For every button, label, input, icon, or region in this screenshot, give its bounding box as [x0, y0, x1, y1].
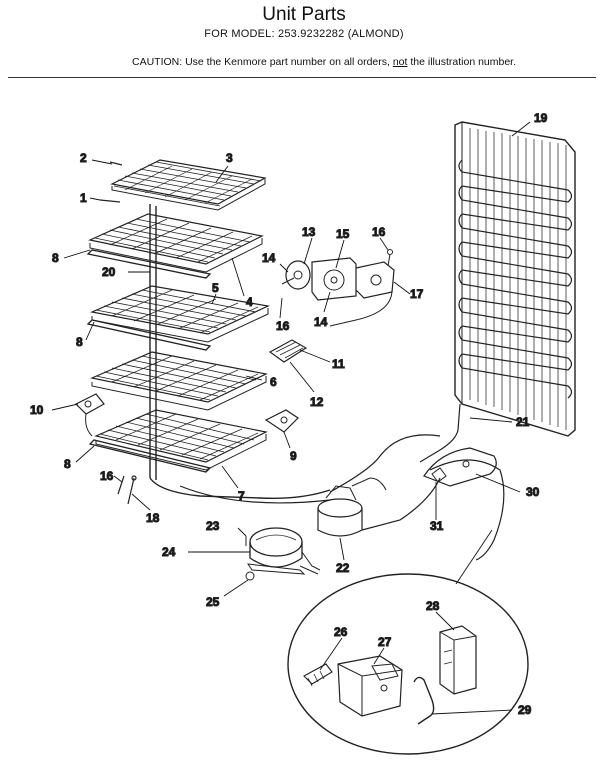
callout-17: 17: [410, 287, 424, 301]
callout-25: 25: [206, 595, 220, 609]
caution-note: CAUTION: Use the Kenmore part number on …: [20, 56, 608, 68]
callout-11: 11: [332, 357, 345, 371]
callout-10: 10: [30, 403, 44, 417]
callout-9: 9: [290, 449, 297, 463]
callout-26: 26: [334, 625, 348, 639]
header-divider: [8, 77, 596, 78]
part-10-bracket: [74, 393, 105, 437]
refrigerant-lines: [179, 434, 505, 561]
callout-2: 2: [80, 151, 87, 165]
shelf-4: [90, 351, 268, 411]
callout-23: 23: [206, 519, 220, 533]
shelf-3: [89, 285, 270, 343]
callout-8a: 8: [52, 251, 59, 265]
callout-21: 21: [516, 415, 530, 429]
shelf-2: [88, 213, 264, 273]
shelf-5: [94, 409, 268, 471]
callout-15: 15: [336, 227, 350, 241]
compressor: [245, 527, 321, 581]
callout-14b: 14: [314, 315, 328, 329]
drain-pan-30: [423, 447, 497, 487]
caution-suffix: the illustration number.: [407, 56, 517, 68]
thermostat-assembly: [281, 249, 395, 327]
callout-19: 19: [534, 111, 548, 125]
callout-16c: 16: [100, 469, 114, 483]
callout-18: 18: [146, 511, 160, 525]
callout-12: 12: [310, 395, 324, 409]
callout-28: 28: [426, 599, 440, 613]
callout-16b: 16: [276, 319, 290, 333]
callout-14a: 14: [262, 251, 276, 265]
shelf-1: [110, 159, 267, 211]
callout-7: 7: [238, 489, 245, 503]
shelf-trim: [86, 249, 212, 473]
callout-30: 30: [526, 485, 540, 499]
leader-lines: [51, 121, 531, 715]
callout-20: 20: [102, 265, 116, 279]
page-title: Unit Parts: [262, 4, 346, 25]
caution-underlined: not: [392, 56, 408, 68]
callout-13: 13: [302, 225, 316, 239]
callout-6: 6: [270, 375, 277, 389]
callout-22: 22: [336, 561, 350, 575]
evaporator-tubing: [149, 204, 331, 499]
callout-16a: 16: [372, 225, 386, 239]
callout-3: 3: [226, 151, 233, 165]
callout-8c: 8: [64, 457, 71, 471]
callout-numbers: 1 2 3 4 5 6 7 8 8 8 9 10 11 12 13 14 14 …: [30, 111, 549, 718]
fan-motor-22: [317, 477, 387, 537]
hardware-screws: [99, 161, 137, 505]
part-9-clip: [264, 409, 299, 433]
caution-prefix: CAUTION: Use the Kenmore part number on …: [131, 56, 393, 68]
condenser-coil: [419, 121, 576, 463]
callout-8b: 8: [76, 335, 83, 349]
callout-4: 4: [246, 295, 253, 309]
callout-24: 24: [162, 545, 176, 559]
model-line: FOR MODEL: 253.9232282 (ALMOND): [204, 28, 404, 40]
detail-magnifier: [287, 529, 529, 755]
callout-27: 27: [378, 635, 392, 649]
callout-31: 31: [430, 519, 444, 533]
callout-29: 29: [518, 703, 532, 717]
callout-5: 5: [212, 281, 219, 295]
callout-1: 1: [80, 191, 87, 205]
part-11-guard: [268, 339, 308, 363]
